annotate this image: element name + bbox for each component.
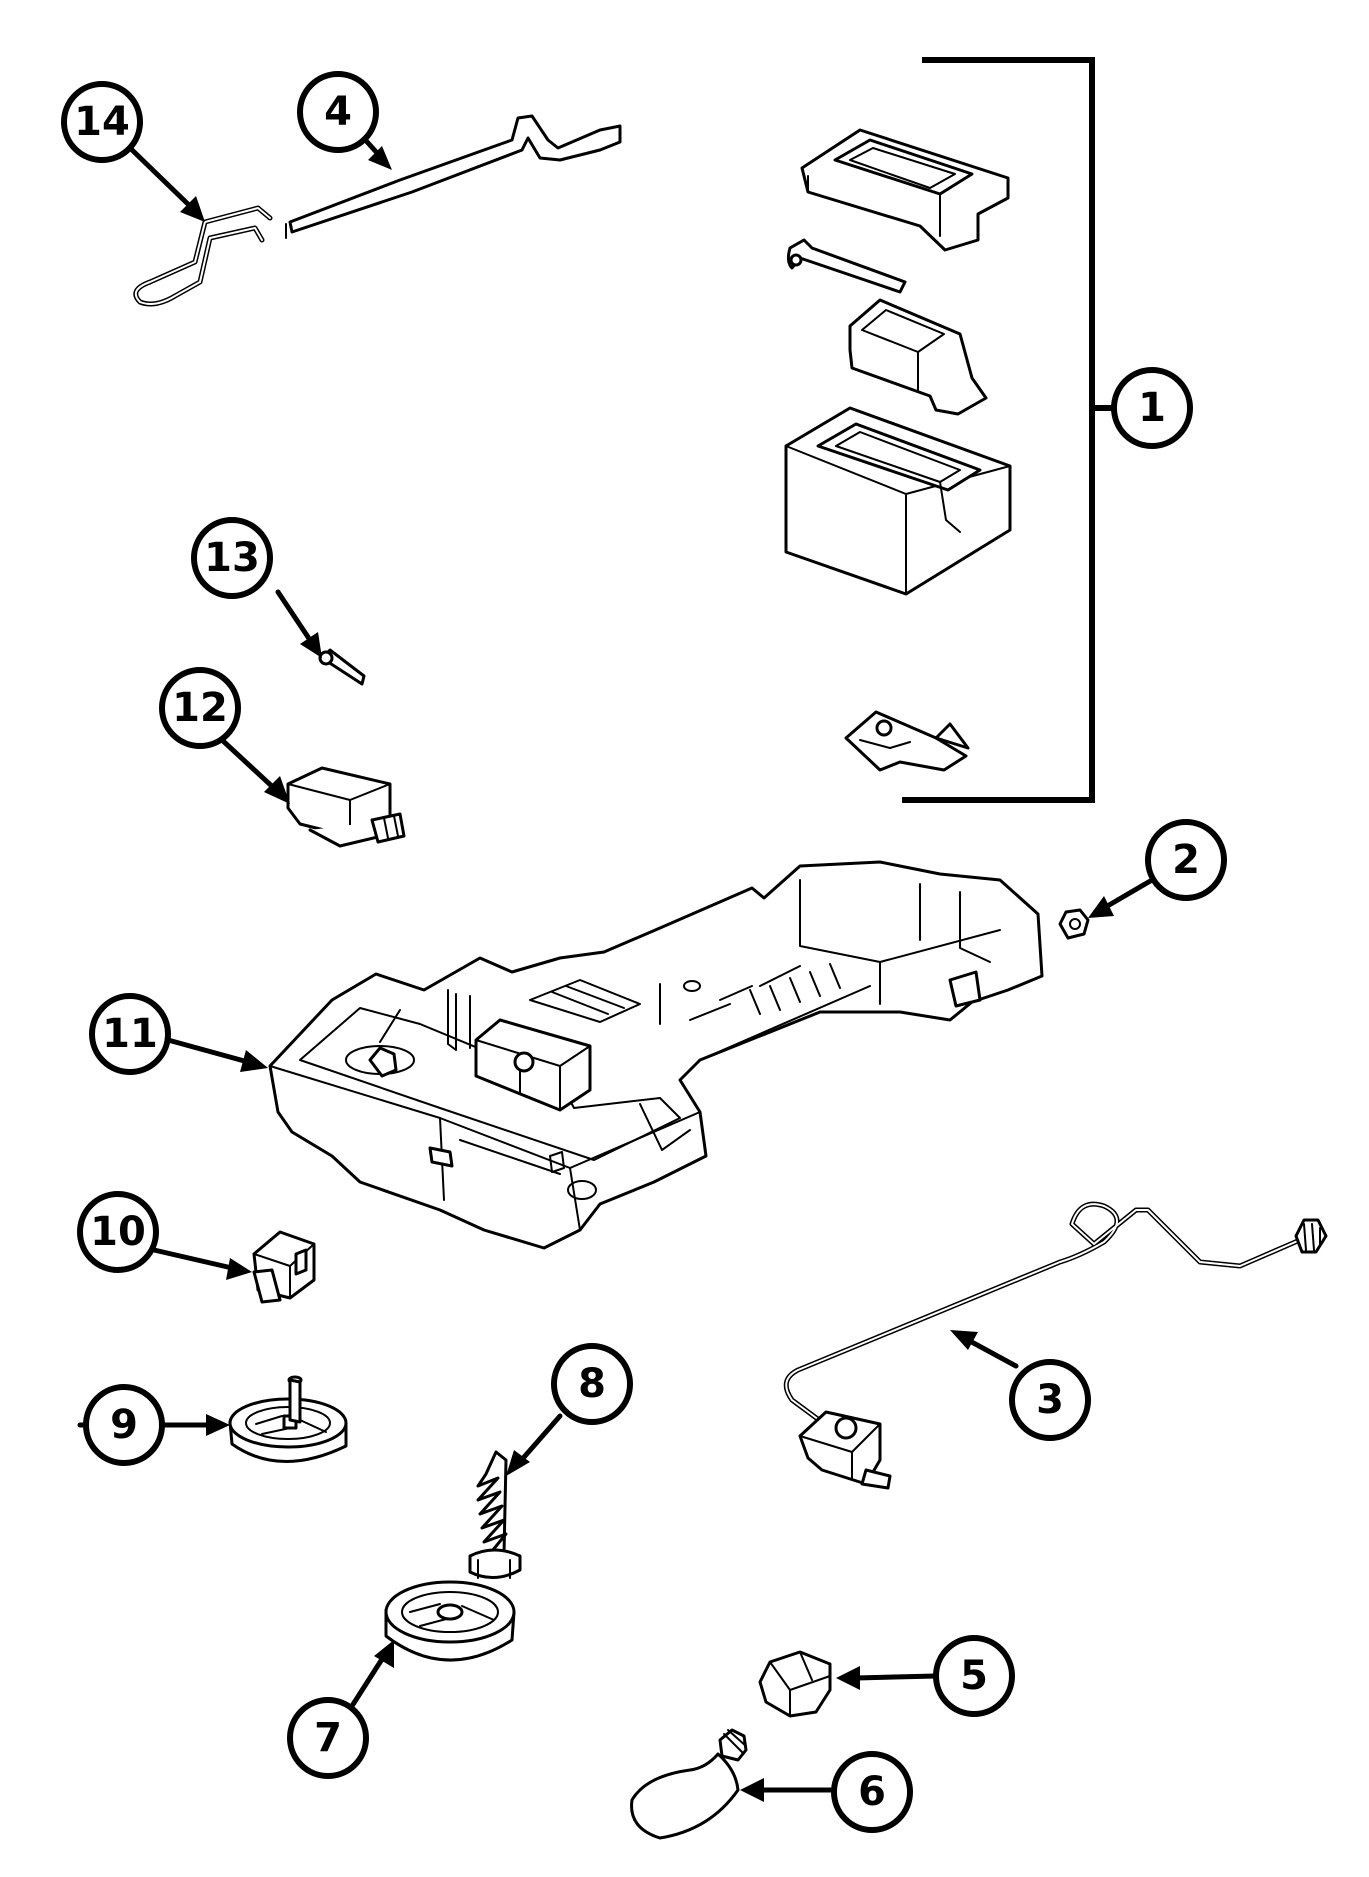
callout-9-label: 9 — [110, 1402, 138, 1448]
callout-8-label: 8 — [578, 1361, 606, 1407]
leader-lines — [77, 131, 1155, 1802]
part-2-nut — [1058, 908, 1090, 940]
callout-14: 14 — [61, 81, 143, 163]
callout-7: 7 — [287, 1697, 369, 1779]
part-6-light-bulb — [630, 1728, 748, 1840]
part-10-switch — [252, 1230, 316, 1304]
part-3-wire-harness — [783, 1201, 1328, 1490]
part-12-motor — [286, 766, 406, 848]
callout-2: 2 — [1145, 819, 1227, 901]
part-1-block-housing — [784, 406, 1012, 596]
callout-11: 11 — [89, 993, 171, 1075]
part-8-screw — [468, 1450, 522, 1579]
part-14-bent-rod — [133, 205, 273, 307]
part-9-knob — [228, 1375, 348, 1463]
callout-13-label: 13 — [204, 535, 260, 581]
callout-13: 13 — [191, 517, 273, 599]
part-11-main-housing — [268, 860, 1044, 1250]
callout-8: 8 — [551, 1343, 633, 1425]
callout-5-label: 5 — [960, 1653, 988, 1699]
callout-9: 9 — [83, 1384, 165, 1466]
callout-6: 6 — [831, 1751, 913, 1833]
callout-12: 12 — [159, 667, 241, 749]
part-4-linkage-arm — [285, 114, 622, 239]
part-1-small-lever — [786, 238, 907, 294]
callout-12-label: 12 — [172, 685, 228, 731]
callout-10-label: 10 — [90, 1209, 146, 1255]
callout-5: 5 — [933, 1635, 1015, 1717]
part-1-bracket — [902, 57, 1112, 803]
callout-1: 1 — [1111, 367, 1193, 449]
part-1-chute — [848, 298, 988, 416]
callout-6-label: 6 — [858, 1769, 886, 1815]
part-5-lamp-socket — [758, 1650, 832, 1718]
callout-2-label: 2 — [1172, 837, 1200, 883]
part-13-pin — [318, 648, 366, 686]
callout-7-label: 7 — [314, 1715, 342, 1761]
callout-11-label: 11 — [102, 1011, 158, 1057]
part-1-top-frame — [800, 128, 1010, 252]
callout-10: 10 — [77, 1191, 159, 1273]
callout-1-label: 1 — [1138, 385, 1166, 431]
part-1-base-clip — [844, 710, 970, 772]
callout-14-label: 14 — [74, 99, 130, 145]
callout-4-label: 4 — [324, 89, 352, 135]
callout-4: 4 — [297, 71, 379, 153]
callout-3: 3 — [1009, 1359, 1091, 1441]
callout-3-label: 3 — [1036, 1377, 1064, 1423]
part-7-knob — [384, 1580, 516, 1662]
